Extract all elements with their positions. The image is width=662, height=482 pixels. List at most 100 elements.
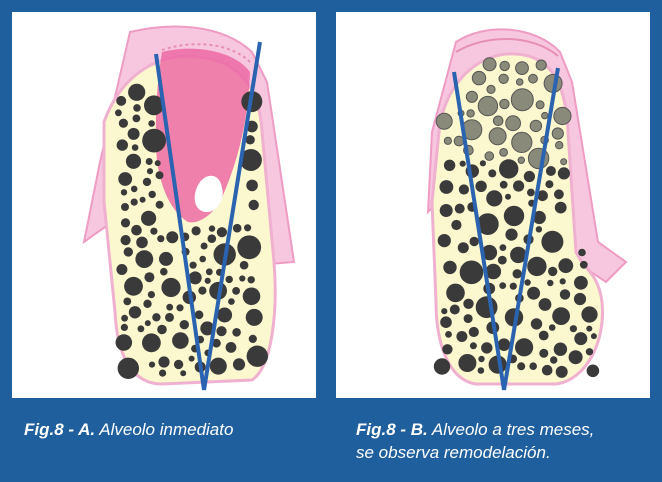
trabecula-dot: [233, 224, 242, 233]
trabecula-dot: [240, 261, 249, 270]
trabecula-dot: [549, 324, 556, 331]
caption-text-a: Alveolo inmediato: [99, 420, 233, 439]
trabecula-dot: [195, 310, 204, 319]
trabecula-dot: [518, 157, 524, 163]
trabecula-dot: [166, 304, 173, 311]
trabecula-dot: [574, 332, 587, 345]
trabecula-dot: [144, 272, 154, 282]
trabecula-dot: [446, 284, 465, 303]
trabecula-dot: [542, 365, 553, 376]
trabecula-dot: [456, 331, 467, 342]
trabecula-dot: [140, 197, 146, 203]
trabecula-dot: [531, 318, 542, 329]
figure-label-b: Fig.8 - B.: [356, 420, 428, 439]
trabecula-dot: [209, 225, 215, 231]
trabecula-dot: [159, 370, 166, 377]
trabecula-dot: [459, 184, 469, 194]
trabecula-dot: [121, 324, 128, 331]
trabecula-dot: [118, 358, 139, 379]
trabecula-dot: [460, 261, 484, 285]
trabecula-dot: [133, 115, 141, 123]
trabecula-dot: [541, 231, 563, 253]
trabecula-dot: [545, 180, 553, 188]
trabecula-dot: [146, 158, 153, 165]
trabecula-dot: [500, 149, 508, 157]
trabecula-dot: [138, 325, 145, 332]
trabecula-dot: [117, 139, 128, 150]
trabecula-dot: [174, 360, 183, 369]
trabecula-dot: [550, 356, 557, 363]
trabecula-dot: [546, 166, 556, 176]
trabecula-dot: [548, 267, 557, 276]
trabecula-dot: [237, 235, 261, 259]
trabecula-dot: [116, 264, 127, 275]
trabecula-dot: [499, 74, 508, 83]
trabecula-dot: [505, 194, 511, 200]
trabecula-dot: [246, 309, 263, 326]
trabecula-dot: [123, 298, 131, 306]
trabecula-dot: [524, 279, 530, 285]
trabecula-dot: [210, 358, 227, 375]
trabecula-dot: [500, 244, 507, 251]
trabecula-dot: [442, 344, 452, 354]
trabecula-dot: [574, 293, 586, 305]
trabecula-dot: [176, 304, 183, 311]
trabecula-dot: [500, 61, 509, 70]
trabecula-dot: [513, 180, 524, 191]
trabecula-dot: [217, 308, 232, 323]
trabecula-dot: [591, 333, 597, 339]
trabecula-dot: [458, 242, 469, 253]
trabecula-dot: [189, 356, 195, 362]
trabecula-dot: [444, 160, 455, 171]
trabecula-dot: [558, 258, 573, 273]
trabecula-dot: [569, 350, 583, 364]
trabecula-dot: [476, 296, 498, 318]
trabecula-dot: [467, 110, 474, 117]
trabecula-dot: [517, 362, 525, 370]
trabecula-dot: [132, 144, 139, 151]
trabecula-dot: [145, 320, 151, 326]
trabecula-dot: [510, 283, 517, 290]
trabecula-dot: [192, 226, 201, 235]
trabecula-dot: [158, 356, 169, 367]
trabecula-dot: [561, 159, 567, 165]
trabecula-dot: [527, 287, 540, 300]
trabecula-dot: [481, 342, 492, 353]
trabecula-dot: [129, 306, 141, 318]
trabecula-dot: [249, 200, 259, 210]
trabecula-dot: [157, 325, 167, 335]
trabecula-dot: [555, 202, 567, 214]
trabecula-dot: [560, 278, 566, 284]
trabecula-dot: [464, 314, 473, 323]
trabecula-dot: [451, 220, 461, 230]
trabecula-dot: [142, 129, 166, 153]
trabecula-dot: [574, 276, 588, 290]
trabecula-dot: [472, 71, 485, 84]
trabecula-dot: [121, 189, 127, 195]
trabecula-dot: [469, 327, 479, 337]
caption-a: Fig.8 - A. Alveolo inmediato: [24, 418, 314, 441]
trabecula-dot: [444, 137, 451, 144]
panel-b-illustration: [336, 12, 650, 398]
caption-b: Fig.8 - B. Alveolo a tres meses, se obse…: [356, 418, 656, 464]
trabecula-dot: [527, 189, 535, 197]
trabecula-dot: [440, 180, 454, 194]
trabecula-dot: [499, 159, 518, 178]
trabecula-dot: [480, 160, 486, 166]
trabecula-dot: [547, 280, 553, 286]
trabecula-dot: [455, 204, 465, 214]
trabecula-dot: [119, 119, 128, 128]
trabecula-dot: [478, 356, 484, 362]
trabecula-dot: [247, 346, 268, 367]
trabecula-dot: [475, 181, 486, 192]
trabecula-dot: [556, 142, 563, 149]
trabecula-dot: [141, 211, 156, 226]
trabecula-dot: [180, 370, 186, 376]
trabecula-dot: [485, 152, 494, 161]
caption-text-b-line1: Alveolo a tres meses,: [432, 420, 595, 439]
trabecula-dot: [131, 225, 142, 236]
trabecula-dot: [466, 91, 477, 102]
trabecula-dot: [460, 161, 466, 167]
trabecula-dot: [148, 291, 155, 298]
caption-text-b-line2: se observa remodelación.: [356, 443, 551, 462]
